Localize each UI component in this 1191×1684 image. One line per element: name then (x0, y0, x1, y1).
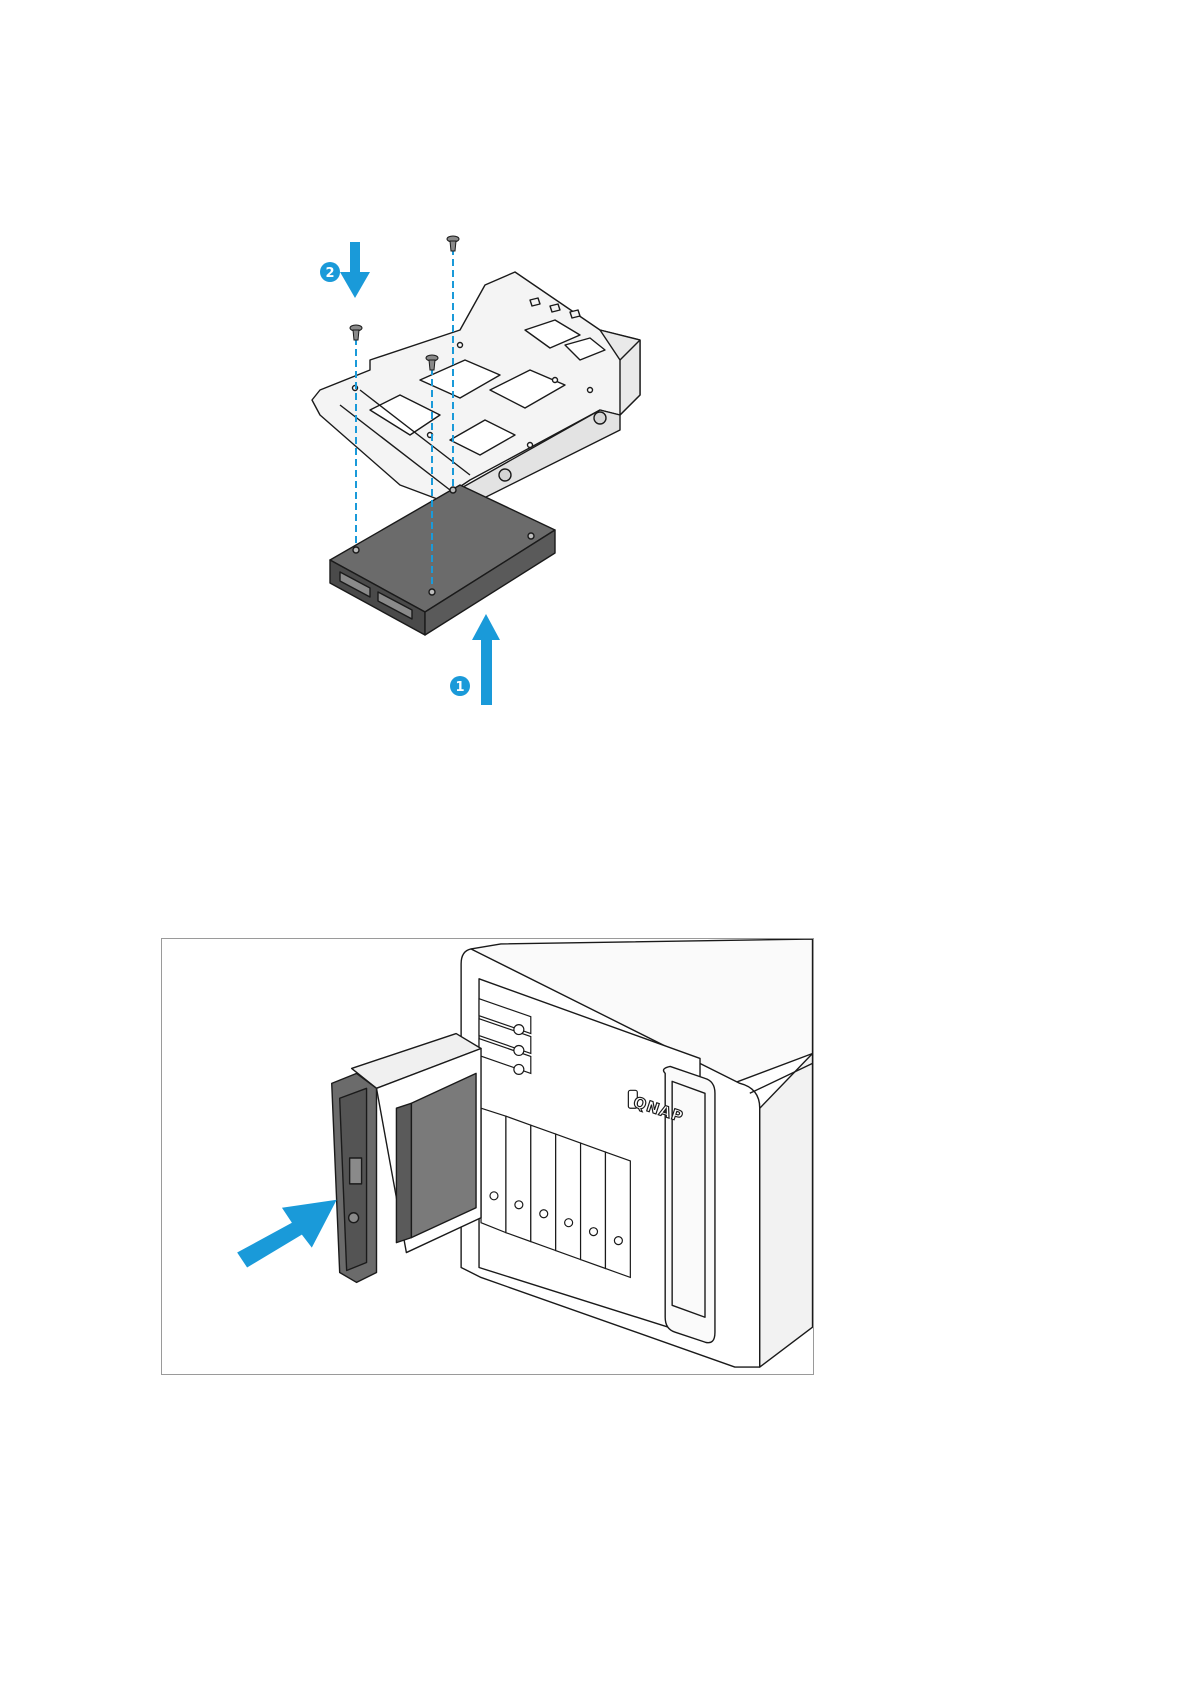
nas-insertion-figure: QNAP (161, 938, 814, 1375)
ssd-drive (330, 485, 555, 635)
arrow-up-icon (472, 614, 500, 705)
screw-icon (447, 236, 459, 251)
tray-assembly-figure: 2 1 (300, 240, 720, 740)
screw-icon (350, 325, 362, 340)
arrow-right-icon (237, 1200, 337, 1268)
arrow-down-icon (340, 242, 370, 298)
svg-text:1: 1 (455, 680, 464, 695)
step-1-badge: 1 (450, 676, 470, 696)
svg-text:2: 2 (325, 266, 334, 281)
step-2-badge: 2 (320, 262, 340, 282)
drive-tray (332, 1034, 481, 1283)
drive-tray (312, 272, 640, 515)
